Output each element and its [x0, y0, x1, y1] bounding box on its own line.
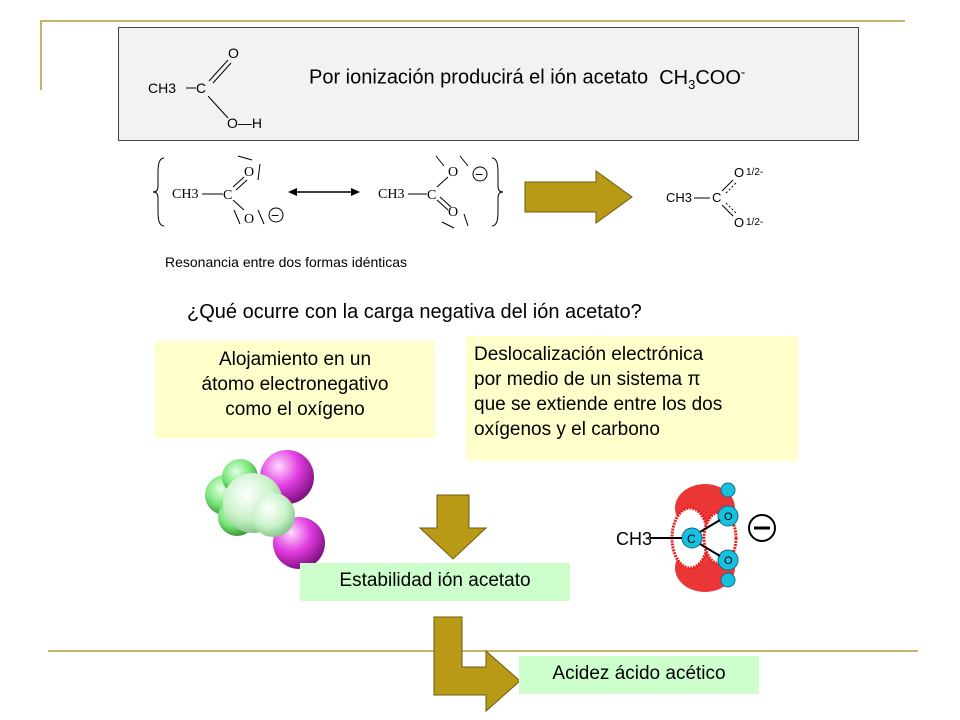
resonance-form-1: CH3 C O O −: [152, 155, 284, 227]
oxygen-bottom-label: O: [244, 212, 254, 227]
ch3-label: CH3: [148, 80, 176, 96]
stability-box: Estabilidad ión acetato: [300, 563, 570, 601]
box-line: como el oxígeno: [225, 399, 365, 420]
oxygen-bottom-label: O: [734, 215, 744, 230]
formula-coo: COO: [695, 66, 741, 89]
box-line: átomo electronegativo: [201, 374, 389, 395]
box-line: Alojamiento en un: [218, 349, 372, 370]
question-text: ¿Qué ocurre con la carga negativa del ió…: [187, 301, 642, 323]
carbon-label: C: [687, 532, 696, 546]
oxygen-top-label: O: [448, 165, 458, 180]
resonance-caption: Resonancia entre dos formas idénticas: [165, 254, 408, 270]
oxygen-bottom-label: O: [448, 205, 458, 220]
box-line: que se extiende entre los dos: [474, 394, 723, 415]
partial-charge-top: 1/2-: [746, 167, 763, 178]
carbon-label: C: [196, 80, 206, 96]
delocalization-box: Deslocalización electrónica por medio de…: [466, 336, 798, 461]
oxygen-top-label: O: [734, 165, 744, 180]
ch3-label: CH3: [616, 529, 652, 549]
oxygen-label: O: [228, 45, 239, 61]
negative-charge-symbol: −: [271, 207, 279, 223]
hybrid-arrow: [524, 170, 633, 224]
resonance-arrow: [288, 188, 360, 196]
box-line: por medio de un sistema π: [474, 369, 701, 390]
space-filling-model-image: [205, 450, 325, 569]
ionization-sentence: Por ionización producirá el ión acetato: [309, 66, 649, 89]
ch3-label: CH3: [666, 190, 692, 205]
formula-ch: CH: [659, 66, 689, 89]
decor-line-left: [40, 20, 42, 90]
ch3-label: CH3: [378, 187, 404, 202]
bent-arrow: [433, 616, 521, 713]
oxygen-bottom-label: O: [724, 555, 733, 567]
box-line: oxígenos y el carbono: [474, 419, 660, 440]
negative-charge-symbol: −: [475, 166, 483, 182]
carbon-label: C: [427, 188, 436, 203]
acidity-box: Acidez ácido acético: [519, 656, 759, 694]
ch3-label: CH3: [172, 187, 198, 202]
ionization-text: Por ionización producirá el ión acetato …: [309, 64, 745, 92]
partial-charge-bottom: 1/2-: [746, 217, 763, 228]
formula-subscript: 3: [688, 76, 696, 92]
acetic-acid-structure: CH3 C O O—H: [148, 45, 262, 131]
oxygen-top-label: O: [244, 165, 254, 180]
acetic-acid-panel: [118, 27, 859, 141]
pi-orbital-model-image: CH3 C O O: [616, 482, 776, 592]
carbon-label: C: [712, 190, 721, 205]
carbon-label: C: [223, 188, 232, 203]
resonance-form-2: CH3 C O O −: [378, 155, 504, 229]
resonance-hybrid: CH3 C O 1/2- O 1/2-: [666, 165, 763, 230]
down-arrow: [418, 494, 488, 560]
acetate-formula: CH3COO-: [659, 64, 746, 92]
decor-line-bottom: [48, 650, 918, 652]
oxygen-top-label: O: [724, 511, 733, 523]
formula-charge: -: [740, 64, 746, 79]
electronegative-atom-box: Alojamiento en un átomo electronegativo …: [155, 341, 435, 438]
decor-line-top: [40, 20, 905, 22]
hydroxyl-label: O—H: [227, 115, 262, 131]
box-line: Deslocalización electrónica: [474, 344, 704, 365]
